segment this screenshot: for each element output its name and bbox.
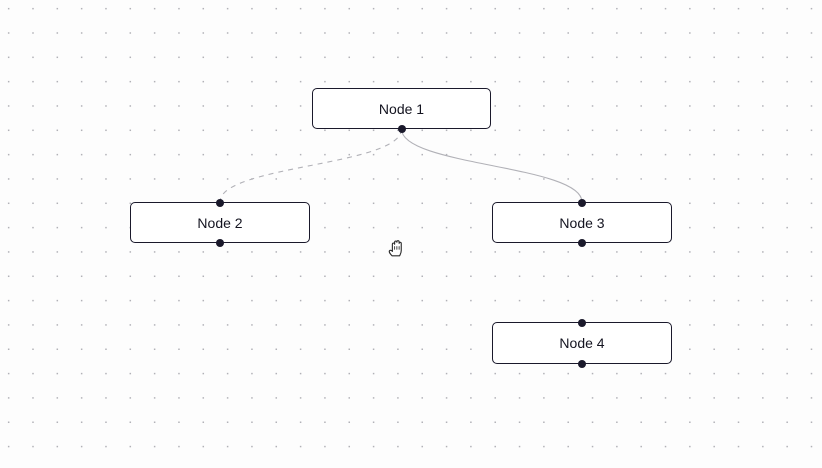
node-2-handle-bottom[interactable] (216, 238, 224, 247)
flow-node-4[interactable]: Node 4 (492, 318, 672, 368)
flow-node-3[interactable]: Node 3 (492, 198, 672, 247)
node-2-handle-top[interactable] (216, 198, 224, 207)
node-label: Node 2 (197, 214, 243, 231)
node-3-handle-bottom[interactable] (578, 238, 586, 247)
node-label: Node 4 (559, 335, 605, 351)
edge-node1-node2[interactable] (219, 128, 403, 203)
edge-node1-node3[interactable] (400, 128, 583, 203)
node-1-handle-bottom[interactable] (397, 124, 406, 133)
node-4-handle-bottom[interactable] (578, 359, 586, 368)
node-label: Node 1 (378, 100, 425, 117)
flow-node-1[interactable]: Node 1 (312, 88, 491, 133)
node-4-handle-top[interactable] (578, 318, 586, 327)
node-3-handle-top[interactable] (578, 198, 586, 207)
flow-node-2[interactable]: Node 2 (130, 198, 310, 247)
node-label: Node 3 (559, 214, 605, 231)
